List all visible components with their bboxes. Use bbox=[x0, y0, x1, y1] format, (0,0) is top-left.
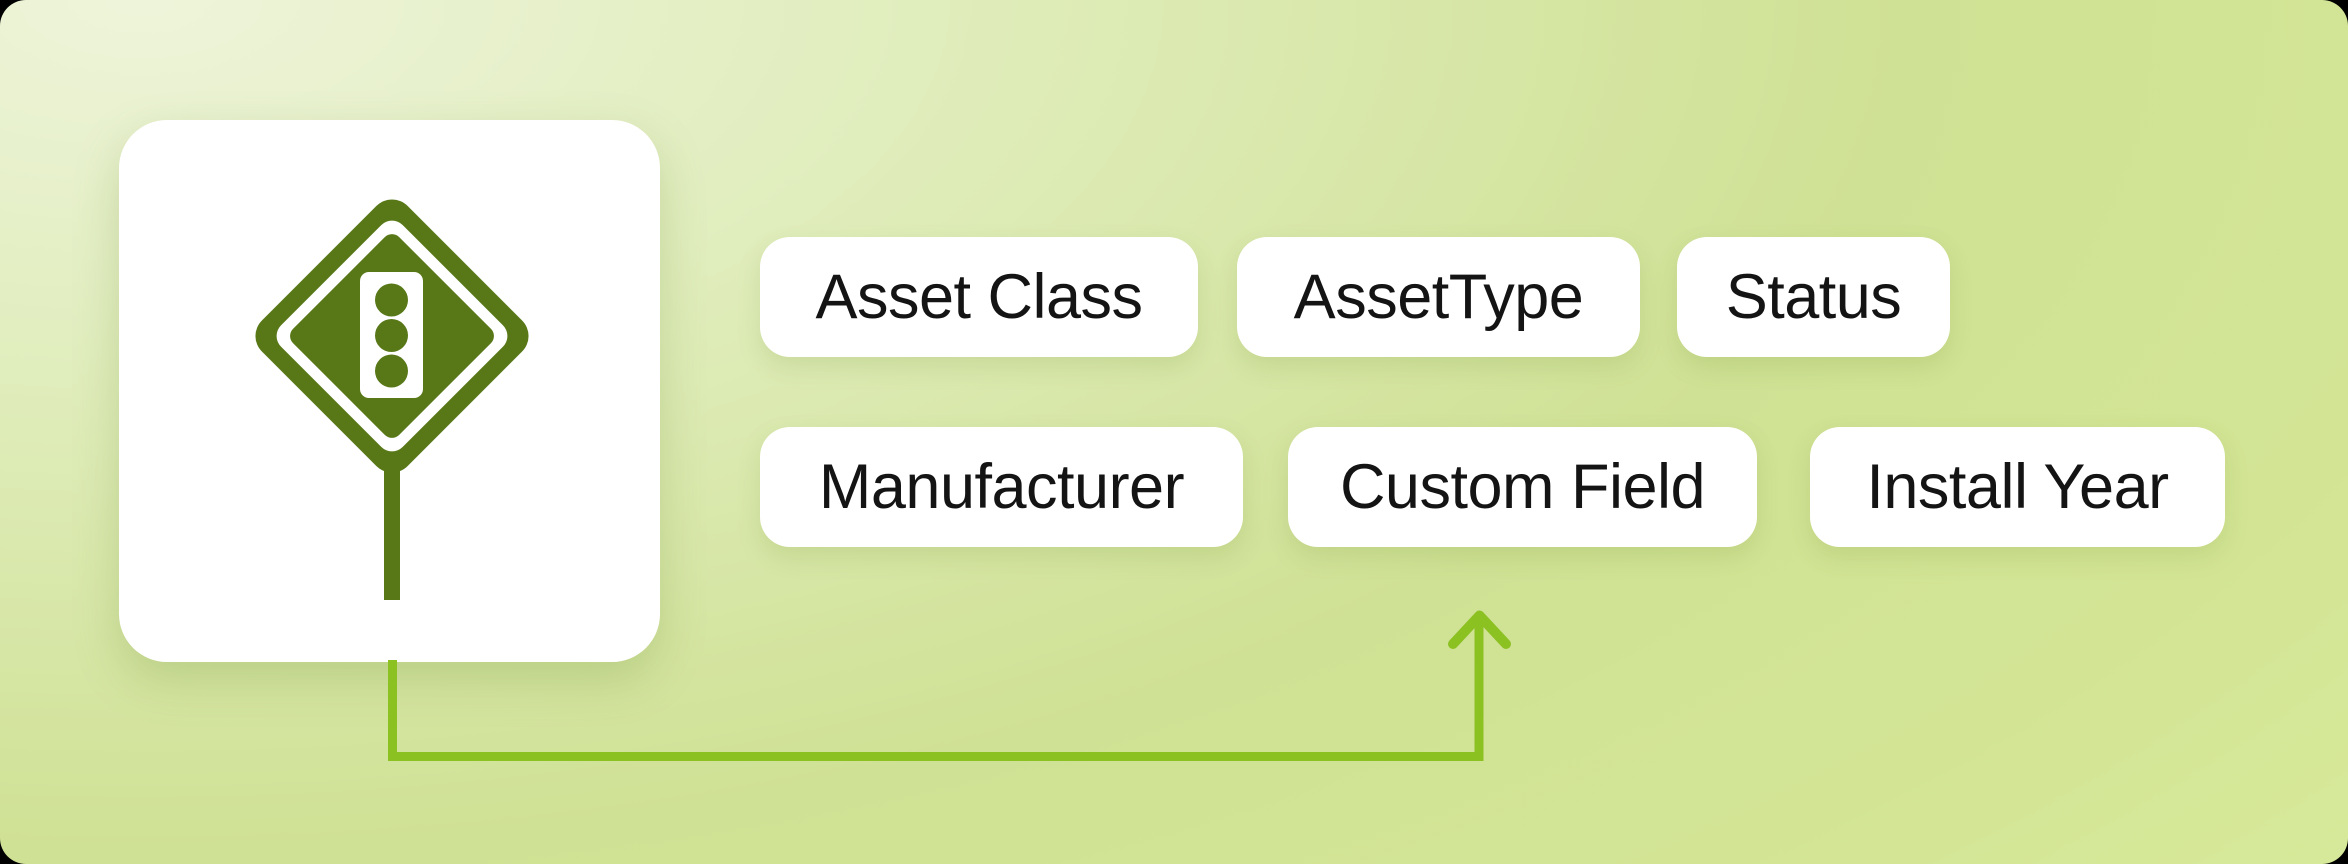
chip-install-year: Install Year bbox=[1810, 427, 2225, 547]
chip-custom-field-label: Custom Field bbox=[1339, 452, 1706, 522]
chip-asset-class: Asset Class bbox=[760, 237, 1198, 357]
chip-asset-type-label: AssetType bbox=[1293, 262, 1584, 332]
chip-manufacturer: Manufacturer bbox=[760, 427, 1243, 547]
chip-install-year-label: Install Year bbox=[1866, 452, 2169, 522]
chip-asset-class-label: Asset Class bbox=[815, 262, 1143, 332]
chip-asset-type: AssetType bbox=[1237, 237, 1640, 357]
traffic-signal-sign-icon bbox=[119, 120, 660, 662]
chip-manufacturer-label: Manufacturer bbox=[818, 452, 1185, 522]
chip-custom-field: Custom Field bbox=[1288, 427, 1757, 547]
chip-status-label: Status bbox=[1725, 262, 1902, 332]
chip-status: Status bbox=[1677, 237, 1950, 357]
icon-card bbox=[119, 120, 660, 662]
